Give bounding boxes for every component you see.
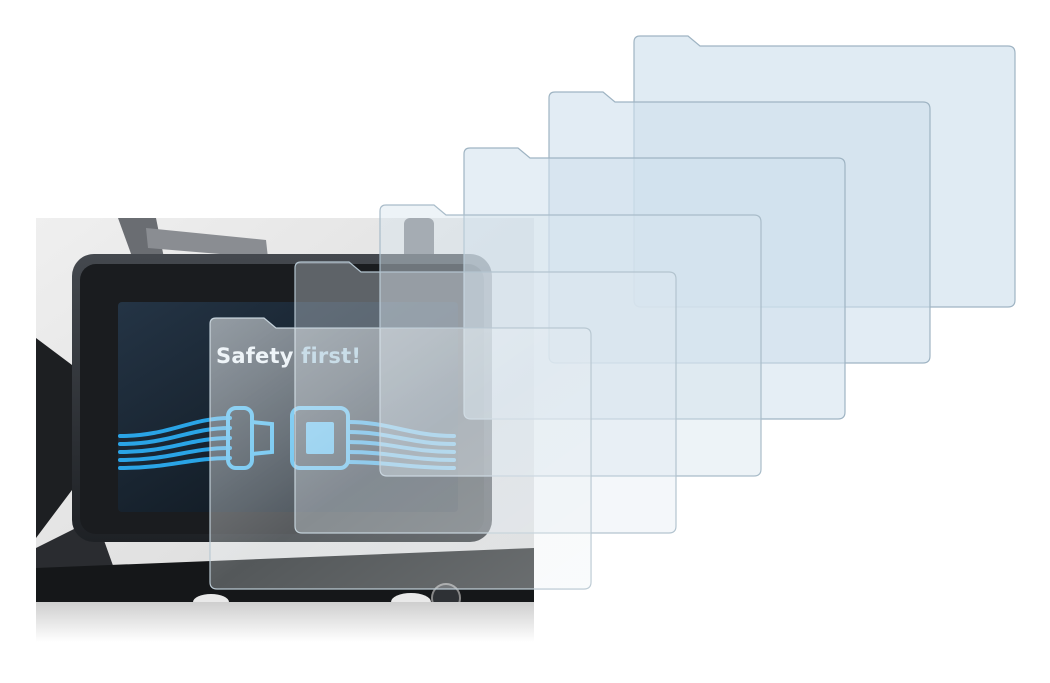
- safety-caption: Safety first!: [216, 344, 361, 368]
- floor-reflection: [36, 602, 534, 642]
- caption-word-first: first!: [301, 344, 362, 368]
- protector-film: [209, 317, 592, 590]
- caption-word-safety: Safety: [216, 344, 294, 368]
